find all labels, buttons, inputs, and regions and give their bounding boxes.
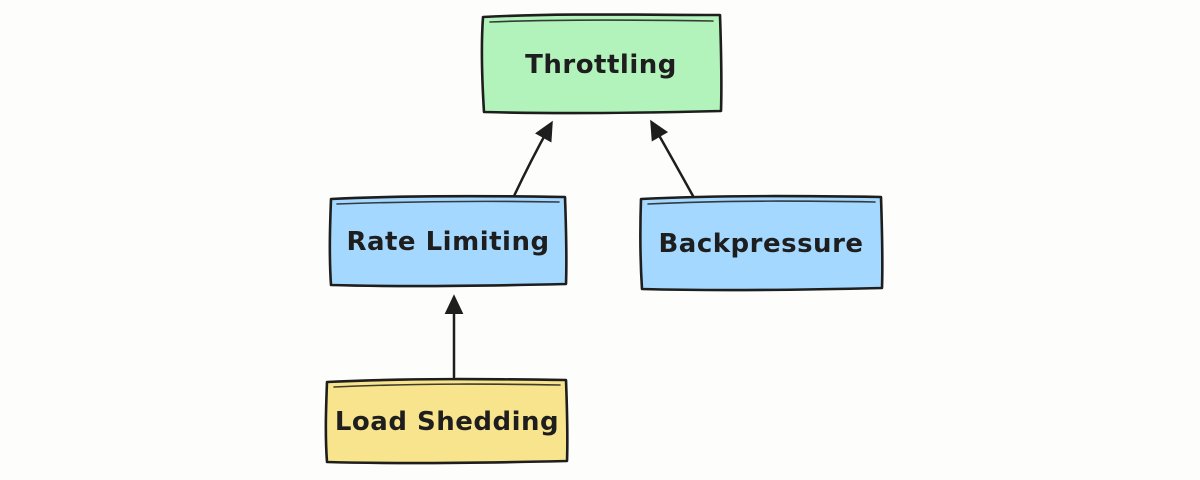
node-rate-limiting-shape bbox=[328, 194, 568, 288]
node-rate-limiting-sketch-line bbox=[336, 200, 560, 205]
node-throttling: Throttling bbox=[480, 13, 723, 115]
node-backpressure-label: Backpressure bbox=[658, 229, 863, 259]
node-backpressure-shape bbox=[639, 194, 884, 292]
node-load-shedding-label: Load Shedding bbox=[335, 407, 559, 437]
node-load-shedding-sketch-line bbox=[333, 383, 561, 388]
edge-backpressure-to-throttling bbox=[650, 119, 695, 198]
node-backpressure-sketch-line bbox=[647, 200, 876, 205]
edge-rate-limiting-to-throttling bbox=[512, 120, 553, 198]
edge-line bbox=[650, 119, 695, 198]
edge-line bbox=[512, 120, 553, 198]
node-load-shedding-shape bbox=[324, 377, 569, 465]
node-throttling-sketch-line bbox=[489, 19, 714, 23]
node-rate-limiting-label: Rate Limiting bbox=[346, 227, 549, 257]
node-throttling-shape bbox=[480, 13, 723, 115]
node-backpressure: Backpressure bbox=[639, 194, 884, 292]
node-load-shedding: Load Shedding bbox=[324, 377, 569, 465]
node-throttling-label: Throttling bbox=[525, 50, 677, 80]
node-rate-limiting: Rate Limiting bbox=[328, 194, 568, 288]
